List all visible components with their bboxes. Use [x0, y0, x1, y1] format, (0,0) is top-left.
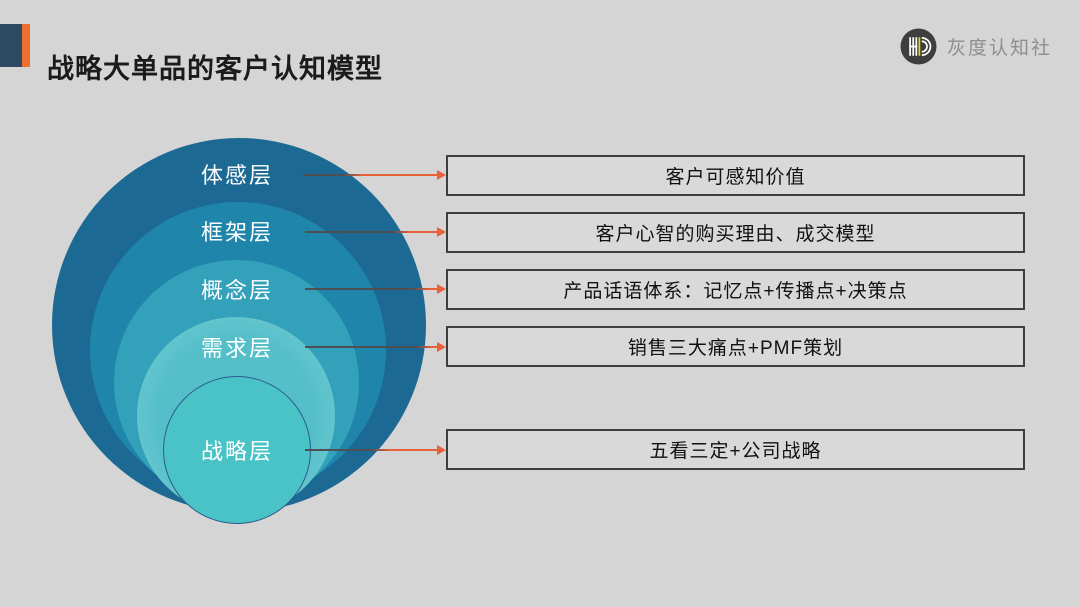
- arrow-line-demand: [305, 346, 437, 348]
- brand-logo-icon: [900, 28, 937, 65]
- page-title: 战略大单品的客户认知模型: [47, 54, 383, 85]
- label-perception-layer: 体感层: [200, 163, 274, 188]
- brand-logo: 灰度认知社: [900, 28, 1052, 65]
- arrow-head-icon: [437, 445, 446, 455]
- arrow-line-concept: [305, 288, 437, 290]
- arrow-line-framework: [305, 231, 437, 233]
- brand-name: 灰度认知社: [946, 38, 1052, 59]
- title-accent-bar-dark: [0, 24, 22, 67]
- arrow-head-icon: [437, 342, 446, 352]
- annotation-box-strategy: 五看三定+公司战略: [446, 429, 1025, 470]
- label-framework-layer: 框架层: [200, 220, 274, 245]
- title-accent-bar-orange: [22, 24, 30, 67]
- label-demand-layer: 需求层: [200, 336, 274, 361]
- annotation-box-framework: 客户心智的购买理由、成交模型: [446, 212, 1025, 253]
- label-strategy-layer: 战略层: [200, 439, 274, 464]
- annotation-box-concept: 产品话语体系：记忆点+传播点+决策点: [446, 269, 1025, 310]
- annotation-box-perception: 客户可感知价值: [446, 155, 1025, 196]
- arrow-head-icon: [437, 227, 446, 237]
- arrow-head-icon: [437, 170, 446, 180]
- annotation-box-demand: 销售三大痛点+PMF策划: [446, 326, 1025, 367]
- arrow-line-perception: [303, 174, 437, 176]
- label-concept-layer: 概念层: [200, 278, 274, 303]
- arrow-head-icon: [437, 284, 446, 294]
- arrow-line-strategy: [305, 449, 437, 451]
